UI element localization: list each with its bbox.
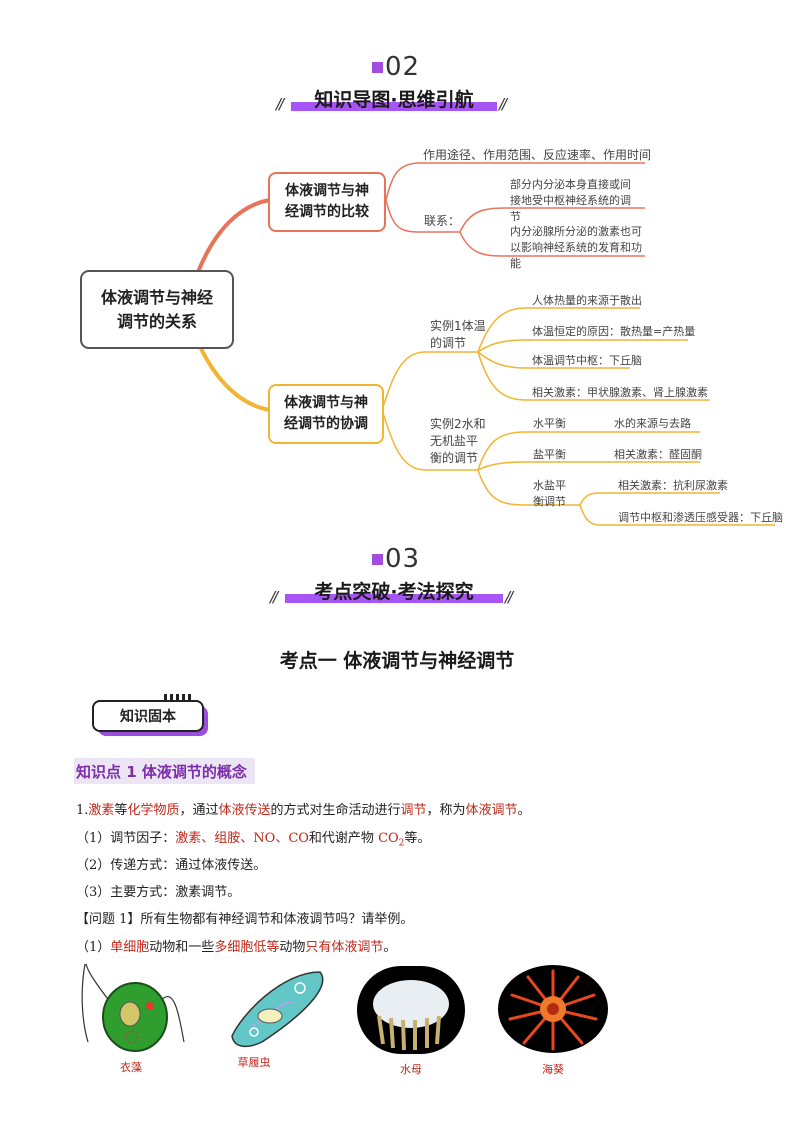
node-coordination: 体液调节与神经调节的协调 <box>268 384 384 444</box>
section-banner-3: 考点突破·考法探究 <box>285 580 503 604</box>
deco-slashes-right: // <box>499 95 507 113</box>
leaf-ex1-1: 人体热量的来源于散出 <box>532 294 642 307</box>
leaf-salt-label: 盐平衡 <box>533 448 566 461</box>
caption-chlamydomonas: 衣藻 <box>120 1061 142 1074</box>
section-banner: 知识导图·思维引航 <box>291 88 497 112</box>
leaf-ws-item-2: 调节中枢和渗透压感受器：下丘脑 <box>618 511 783 524</box>
caption-paramecium: 草履虫 <box>237 1056 271 1069</box>
leaf-ex1-4: 相关激素：甲状腺激素、肾上腺激素 <box>532 386 708 399</box>
deco-slashes-left-3: // <box>270 588 278 606</box>
leaf-ex1-3: 体温调节中枢：下丘脑 <box>532 354 642 367</box>
leaf-relation-2: 内分泌腺所分泌的激素也可以影响神经系统的发育和功能 <box>510 225 642 270</box>
page-title: 考点一 体液调节与神经调节 <box>279 650 515 672</box>
leaf-comparison-aspects: 作用途径、作用范围、反应速率、作用时间 <box>423 148 652 162</box>
leaf-salt-item: 相关激素：醛固酮 <box>614 448 702 461</box>
leaf-ex1-2: 体温恒定的原因：散热量=产热量 <box>532 325 696 338</box>
kp-heading: 知识点 1 体液调节的概念 <box>74 758 255 784</box>
line-5: 【问题 1】所有生物都有神经调节和体液调节吗？请举例。 <box>76 912 414 927</box>
node-comparison: 体液调节与神经调节的比较 <box>268 172 386 232</box>
line-1: 1.激素等化学物质，通过体液传送的方式对生命活动进行调节，称为体液调节。 <box>76 803 531 818</box>
label-example-2: 实例2水和无机盐平衡的调节 <box>430 417 486 465</box>
jellyfish-image <box>357 966 465 1054</box>
chlamydomonas-image <box>81 963 185 1052</box>
leaf-water-label: 水平衡 <box>533 417 566 430</box>
label-example-1: 实例1体温的调节 <box>430 319 486 350</box>
leaf-ws-label: 水盐平衡调节 <box>533 479 566 508</box>
caption-sea-anemone: 海葵 <box>542 1063 564 1076</box>
knowledge-tag: 知识固本 <box>92 694 208 736</box>
label-relation: 联系： <box>424 214 461 228</box>
line-6: （1）单细胞动物和一些多细胞低等动物只有体液调节。 <box>76 940 397 955</box>
line-3: （2）传递方式：通过体液传送。 <box>76 858 267 873</box>
mindmap-connectors <box>196 162 775 526</box>
mindmap-root: 体液调节与神经调节的关系 <box>80 270 234 349</box>
paramecium-image <box>231 971 324 1048</box>
deco-slashes-left: // <box>276 95 284 113</box>
deco-slashes-right-3: // <box>505 588 513 606</box>
leaf-relation-1: 部分内分泌本身直接或间接地受中枢神经系统的调节 <box>510 178 631 223</box>
section-number: 02 <box>372 52 420 82</box>
section-number-3: 03 <box>372 544 420 574</box>
line-4: （3）主要方式：激素调节。 <box>76 885 241 900</box>
line-2: （1）调节因子：激素、组胺、NO、CO和代谢产物 CO2等。 <box>76 831 431 849</box>
sea-anemone-image <box>498 965 608 1053</box>
caption-jellyfish: 水母 <box>400 1063 422 1076</box>
leaf-ws-item-1: 相关激素：抗利尿激素 <box>618 479 728 492</box>
leaf-water-item: 水的来源与去路 <box>614 417 691 430</box>
